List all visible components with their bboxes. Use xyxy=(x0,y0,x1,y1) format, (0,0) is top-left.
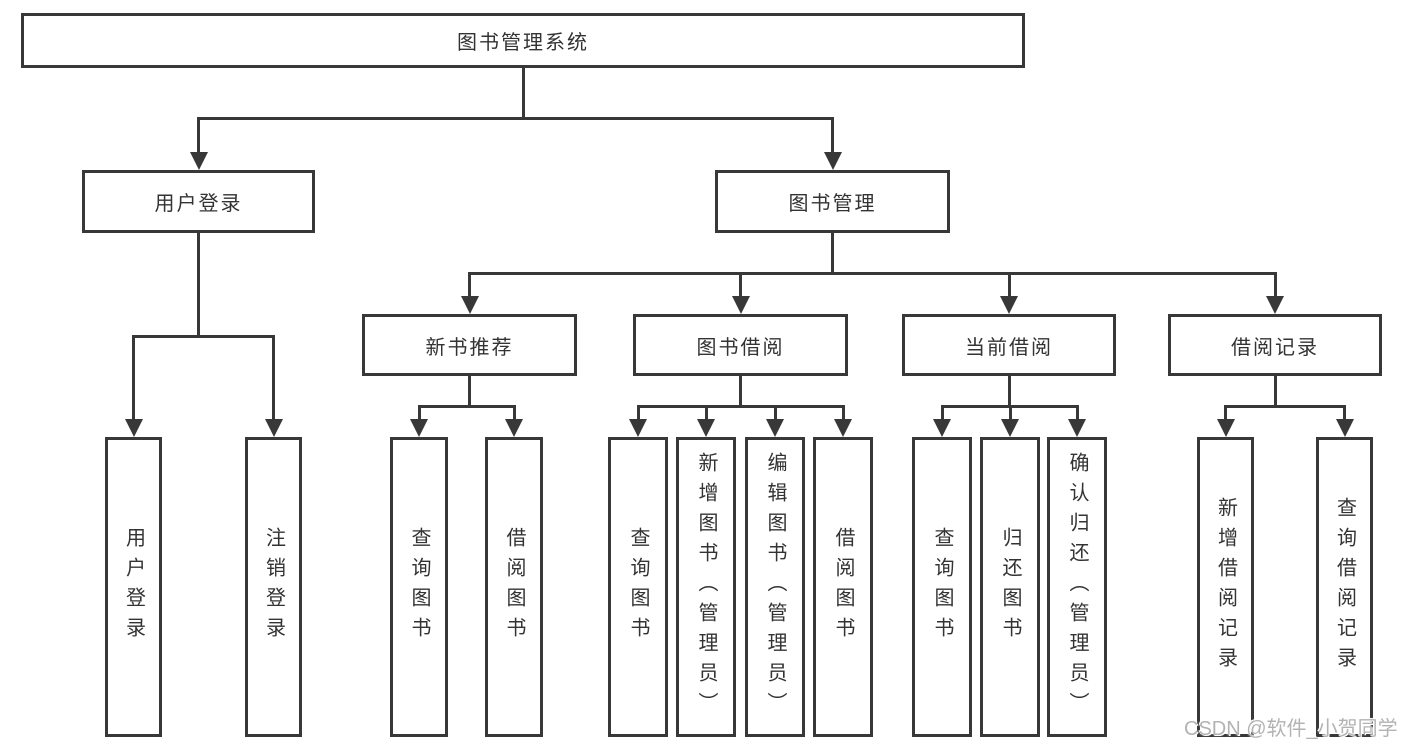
connector-stem xyxy=(468,376,471,408)
leaf-query-book-recommend: 查询图书 xyxy=(390,437,448,737)
node-label: 新书推荐 xyxy=(425,336,514,359)
node-book-borrow: 图书借阅 xyxy=(633,314,848,376)
leaf-borrow-book: 借阅图书 xyxy=(813,437,873,737)
connector-bar xyxy=(417,405,516,408)
leaf-query-book-current: 查询图书 xyxy=(912,437,972,737)
arrow-down-icon xyxy=(264,419,283,437)
arrow-down-icon xyxy=(1216,419,1235,437)
connector-stub xyxy=(1075,405,1079,421)
arrow-down-icon xyxy=(1068,419,1086,437)
node-label: 新增图书（管理员） xyxy=(695,452,717,722)
arrow-down-icon xyxy=(189,152,208,170)
leaf-add-borrow-record: 新增借阅记录 xyxy=(1197,437,1254,737)
leaf-borrow-book-recommend: 借阅图书 xyxy=(485,437,543,737)
node-label: 归还图书 xyxy=(999,527,1021,647)
node-label: 查询借阅记录 xyxy=(1333,497,1356,677)
arrow-down-icon xyxy=(629,419,647,437)
connector-stub xyxy=(831,117,834,154)
node-label: 用户登录 xyxy=(154,193,243,215)
node-new-book-recommend: 新书推荐 xyxy=(362,314,577,376)
arrow-down-icon xyxy=(460,296,479,314)
arrow-down-icon xyxy=(410,419,428,437)
arrow-down-icon xyxy=(1000,296,1018,314)
connector-stem xyxy=(1007,376,1011,408)
node-label: 图书借阅 xyxy=(696,336,785,359)
connector-stub xyxy=(132,335,135,421)
arrow-down-icon xyxy=(1266,296,1284,314)
connector-stem xyxy=(521,68,525,120)
arrow-down-icon xyxy=(933,419,951,437)
leaf-add-book-admin: 新增图书（管理员） xyxy=(676,437,736,737)
leaf-logout: 注销登录 xyxy=(245,437,302,737)
arrow-down-icon xyxy=(1001,419,1019,437)
leaf-confirm-return-admin: 确认归还（管理员） xyxy=(1047,437,1107,737)
connector-bar xyxy=(1224,405,1346,408)
arrow-down-icon xyxy=(697,419,715,437)
connector-stub xyxy=(1007,272,1011,298)
leaf-return-book: 归还图书 xyxy=(980,437,1040,737)
node-label: 图书管理系统 xyxy=(457,32,589,54)
connector-stub xyxy=(636,405,640,421)
node-label: 图书管理 xyxy=(788,193,877,215)
connector-stub xyxy=(704,405,708,421)
node-label: 借阅记录 xyxy=(1231,336,1319,359)
connector-stub xyxy=(197,117,200,154)
connector-bar xyxy=(197,117,834,120)
connector-stub xyxy=(1224,405,1227,421)
node-label: 查询图书 xyxy=(931,527,953,647)
connector-stem xyxy=(197,233,200,338)
leaf-query-book-borrow: 查询图书 xyxy=(608,437,668,737)
node-label: 编辑图书（管理员） xyxy=(764,452,786,722)
arrow-down-icon xyxy=(124,419,143,437)
node-label: 借阅图书 xyxy=(832,527,854,647)
arrow-down-icon xyxy=(766,419,784,437)
node-label: 当前借阅 xyxy=(965,336,1053,359)
watermark: CSDN @软件_小贺同学 xyxy=(1184,718,1398,740)
node-root-system: 图书管理系统 xyxy=(21,13,1025,68)
connector-stub xyxy=(1343,405,1346,421)
node-label: 注销登录 xyxy=(262,527,285,647)
connector-stub xyxy=(417,405,421,421)
connector-bar xyxy=(636,405,845,408)
arrow-down-icon xyxy=(1335,419,1354,437)
node-book-management: 图书管理 xyxy=(715,170,950,233)
connector-stub xyxy=(468,272,471,298)
arrow-down-icon xyxy=(505,419,523,437)
arrow-down-icon xyxy=(834,419,852,437)
connector-stub xyxy=(773,405,777,421)
node-label: 查询图书 xyxy=(627,527,649,647)
connector-stub xyxy=(512,405,516,421)
connector-stub xyxy=(1008,405,1012,421)
connector-stem xyxy=(1273,376,1277,408)
node-user-login: 用户登录 xyxy=(82,170,315,233)
connector-stem xyxy=(831,233,834,275)
connector-bar xyxy=(468,272,1277,275)
node-label: 确认归还（管理员） xyxy=(1066,452,1088,722)
connector-stub xyxy=(739,272,742,298)
arrow-down-icon xyxy=(731,296,750,314)
connector-stub xyxy=(841,405,845,421)
node-label: 用户登录 xyxy=(122,527,145,647)
connector-bar xyxy=(132,335,275,338)
connector-stem xyxy=(739,376,742,408)
arrow-down-icon xyxy=(823,152,842,170)
leaf-edit-book-admin: 编辑图书（管理员） xyxy=(745,437,805,737)
connector-stub xyxy=(1273,272,1277,298)
node-borrow-records: 借阅记录 xyxy=(1168,314,1382,376)
node-label: 查询图书 xyxy=(408,527,430,647)
node-label: 新增借阅记录 xyxy=(1214,497,1237,677)
leaf-user-login: 用户登录 xyxy=(105,437,162,737)
node-current-borrow: 当前借阅 xyxy=(902,314,1116,376)
leaf-query-borrow-record: 查询借阅记录 xyxy=(1316,437,1373,737)
connector-stub xyxy=(272,335,275,421)
node-label: 借阅图书 xyxy=(503,527,525,647)
connector-stub xyxy=(940,405,944,421)
